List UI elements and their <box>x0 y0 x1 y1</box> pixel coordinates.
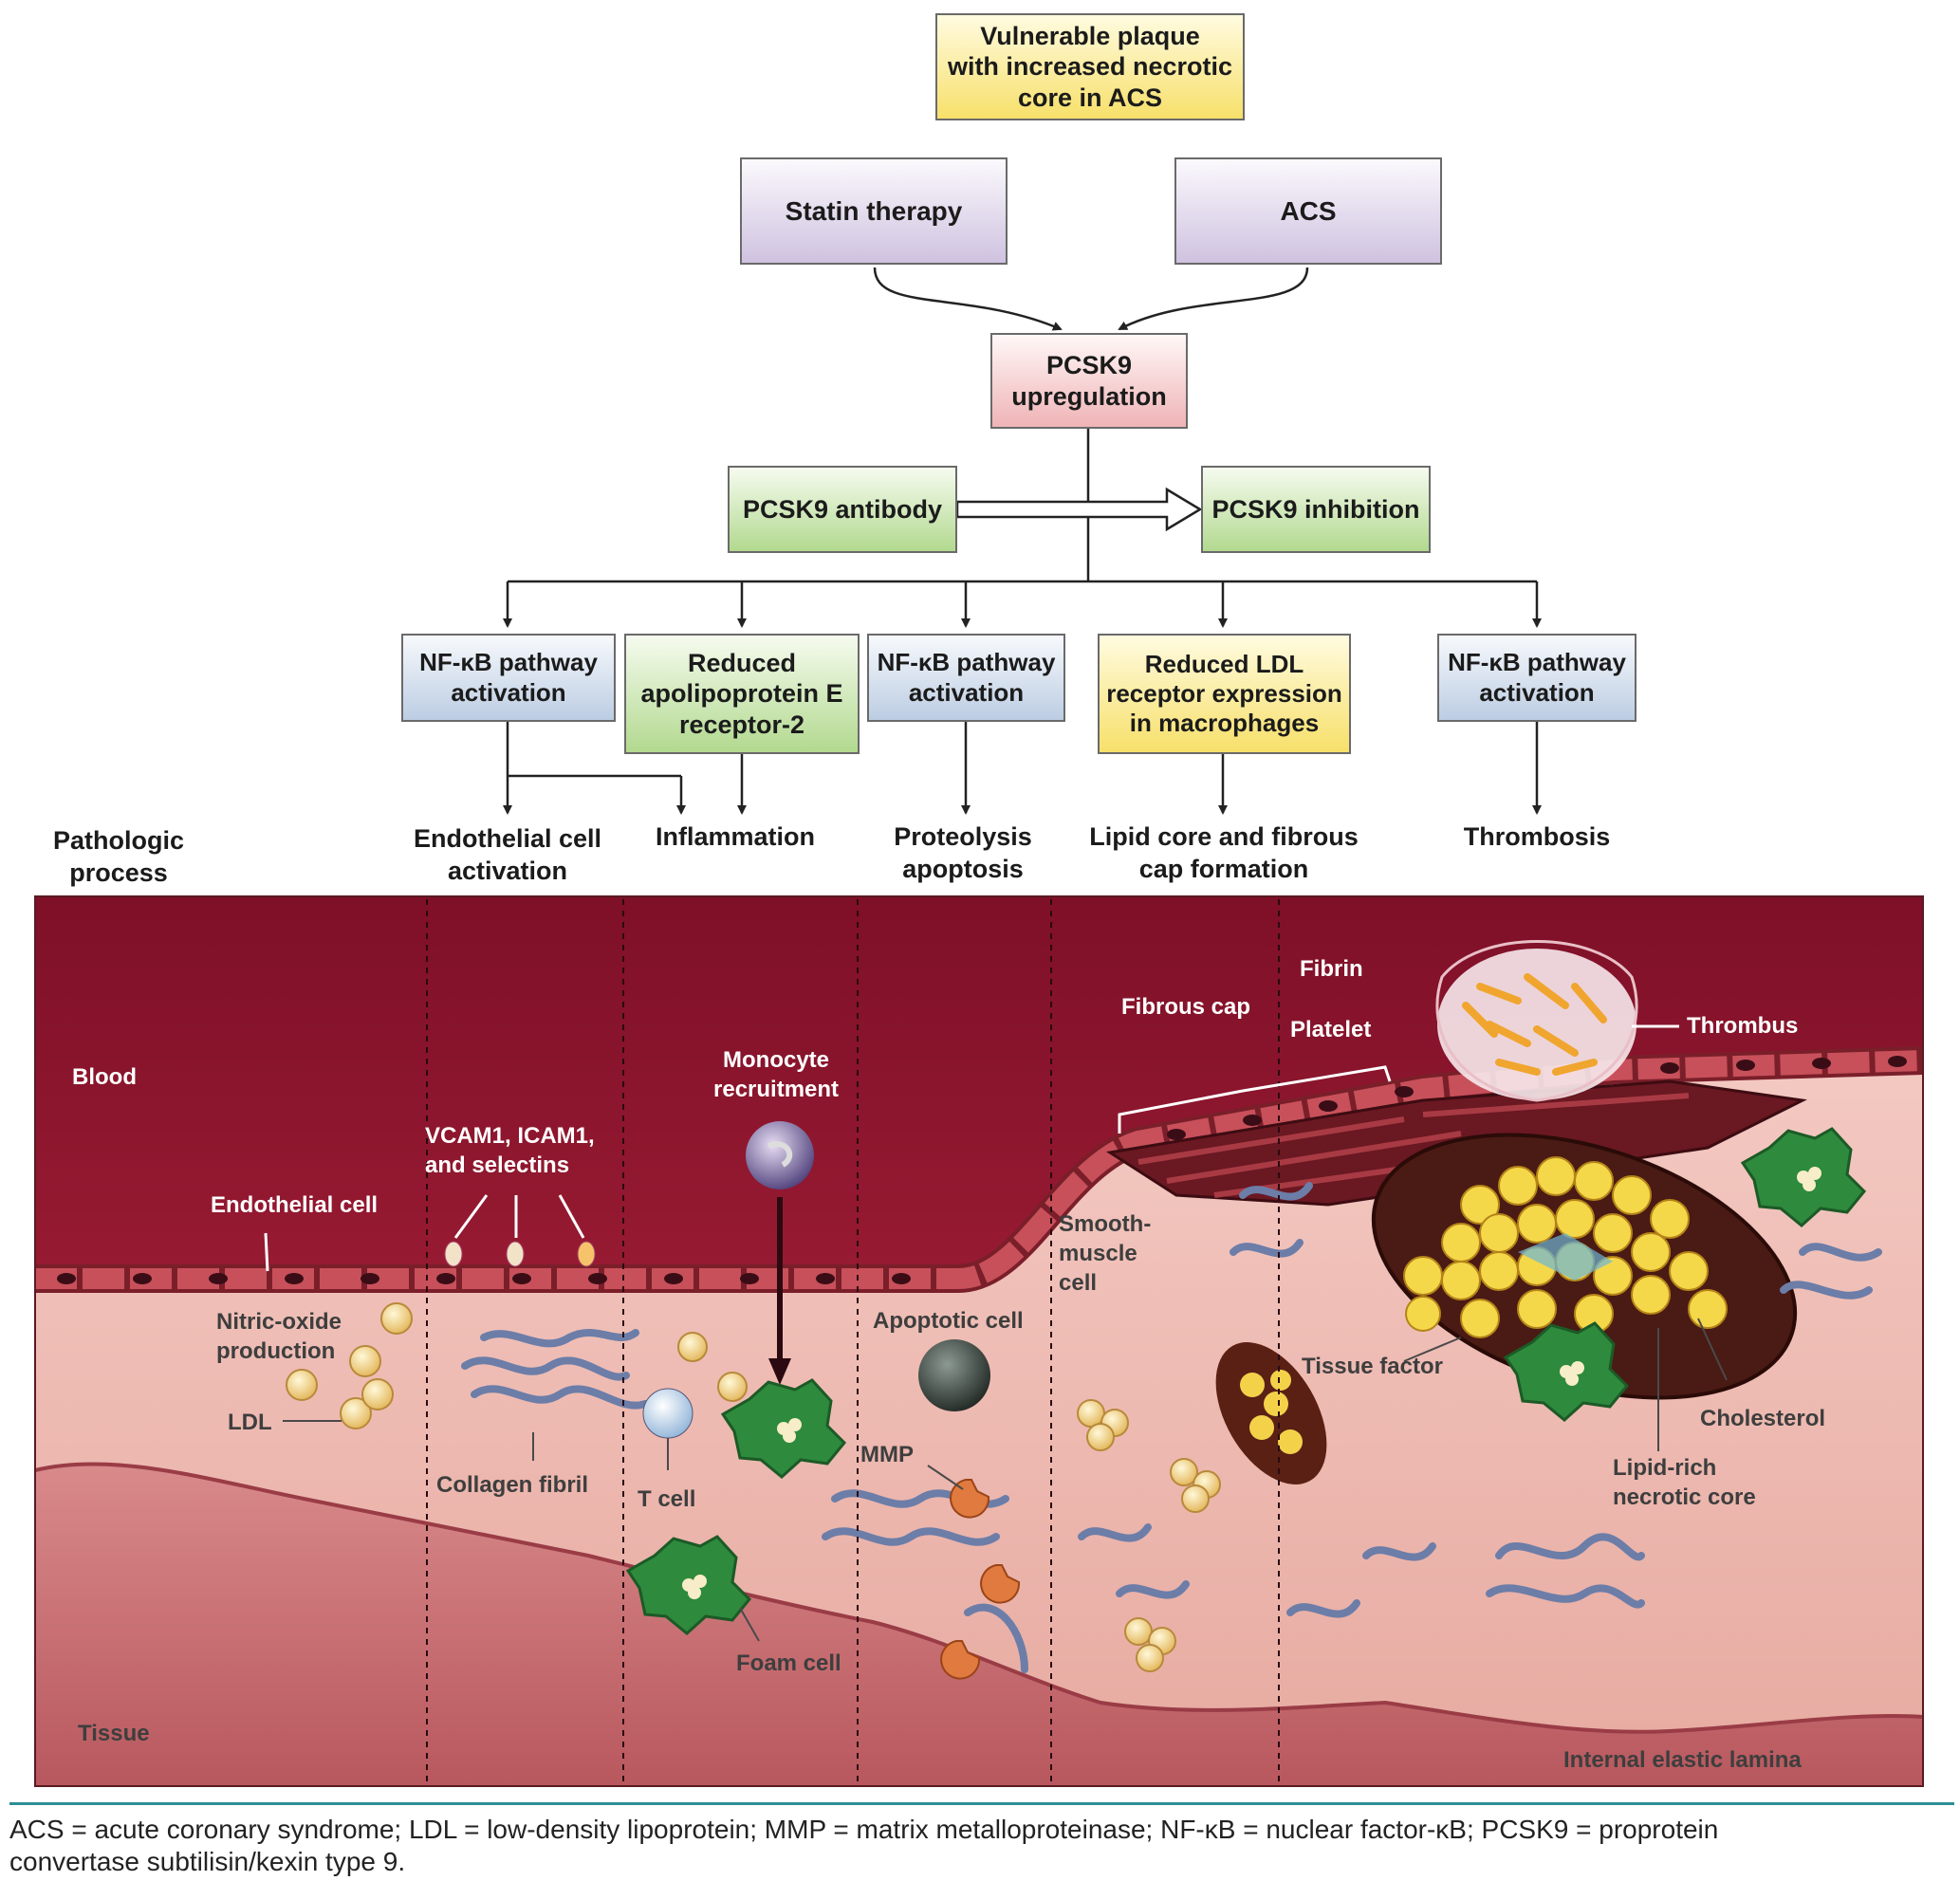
label-smooth-muscle-cell: Smooth- muscle cell <box>1059 1211 1152 1297</box>
label-apoptotic-cell: Apoptotic cell <box>873 1308 1024 1334</box>
pcsk9-antibody-box: PCSK9 antibody <box>728 466 957 553</box>
process-endothelial-activation: Endothelial cell activation <box>413 824 602 885</box>
label-endothelial-cell: Endothelial cell <box>211 1192 379 1218</box>
label-fibrin: Fibrin <box>1300 956 1363 982</box>
label-lipid-rich-necrotic-core: Lipid-rich necrotic core <box>1613 1455 1756 1511</box>
flow-connectors <box>503 267 1542 815</box>
effect-box-nfkb-1: NF-κB pathway activation <box>401 634 616 722</box>
process-proteolysis-apoptosis: Proteolysis apoptosis <box>894 822 1032 883</box>
process-thrombosis: Thrombosis <box>1463 822 1611 851</box>
process-inflammation: Inflammation <box>655 822 815 851</box>
vulnerable-plaque-box: Vulnerable plaque with increased necroti… <box>935 13 1245 120</box>
statin-therapy-box: Statin therapy <box>740 157 1008 265</box>
pcsk9-upregulation-box: PCSK9 upregulation <box>990 333 1188 429</box>
label-foam-cell: Foam cell <box>736 1650 841 1676</box>
label-fibrous-cap: Fibrous cap <box>1121 994 1251 1020</box>
label-tissue-factor: Tissue factor <box>1302 1354 1443 1379</box>
effect-box-nfkb-3: NF-κB pathway activation <box>1437 634 1636 722</box>
label-vcam-icam-selectins: VCAM1, ICAM1, and selectins <box>425 1123 595 1179</box>
label-collagen-fibril: Collagen fibril <box>436 1472 589 1498</box>
process-lipid-core: Lipid core and fibrous cap formation <box>1089 822 1359 883</box>
effect-box-ldl-receptor: Reduced LDL receptor expression in macro… <box>1098 634 1351 754</box>
label-cholesterol: Cholesterol <box>1700 1406 1826 1431</box>
label-tissue: Tissue <box>78 1721 150 1746</box>
label-t-cell: T cell <box>638 1486 696 1512</box>
artery-illustration <box>34 895 1924 1787</box>
label-blood: Blood <box>72 1064 137 1090</box>
abbreviations-footnote: ACS = acute coronary syndrome; LDL = low… <box>9 1815 1719 1877</box>
acs-box: ACS <box>1174 157 1442 265</box>
effect-box-nfkb-2: NF-κB pathway activation <box>867 634 1065 722</box>
label-monocyte-recruitment: Monocyte recruitment <box>713 1047 840 1103</box>
label-thrombus: Thrombus <box>1687 1013 1799 1039</box>
label-nitric-oxide-production: Nitric-oxide production <box>216 1309 342 1365</box>
effect-box-apoe-receptor: Reduced apolipoprotein E receptor-2 <box>624 634 860 754</box>
pcsk9-inhibition-box: PCSK9 inhibition <box>1201 466 1431 553</box>
label-platelet: Platelet <box>1290 1017 1372 1042</box>
pathologic-process-header: Pathologic process <box>52 826 184 887</box>
label-internal-elastic-lamina: Internal elastic lamina <box>1563 1747 1802 1773</box>
label-ldl: LDL <box>228 1410 272 1435</box>
footer-rule <box>9 1802 1954 1805</box>
label-mmp: MMP <box>860 1442 914 1467</box>
